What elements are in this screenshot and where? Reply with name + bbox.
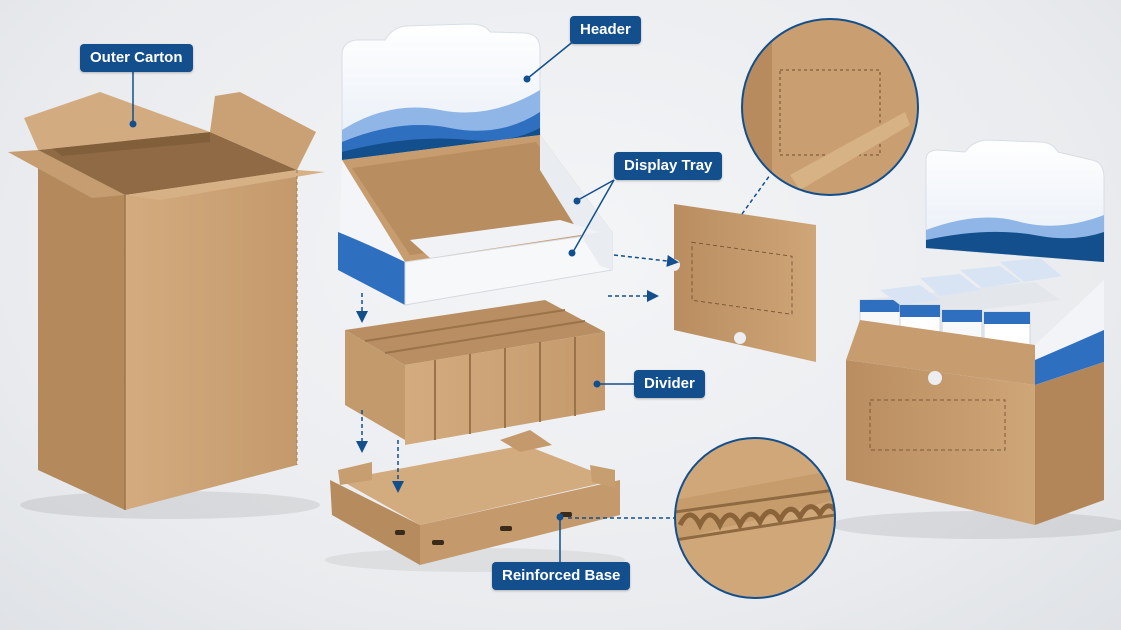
- callout-line-header: [527, 39, 576, 79]
- label-reinforced-base: Reinforced Base: [492, 562, 631, 590]
- header-panel: [341, 23, 541, 161]
- callout-dot-icon: [523, 75, 531, 83]
- callout-dot-icon: [593, 380, 601, 388]
- callout-dot-icon: [573, 197, 581, 205]
- label-header: Header: [570, 16, 641, 44]
- callout-dots: [129, 75, 601, 521]
- label-divider: Divider: [634, 370, 705, 398]
- corrugation-detail-zoom: [674, 437, 836, 599]
- callout-dot-icon: [129, 120, 137, 128]
- callout-dot-icon: [568, 249, 576, 257]
- callout-dot-icon: [556, 513, 564, 521]
- reinforced-base: [330, 430, 620, 565]
- side-panel: [668, 204, 816, 362]
- arrow-header: [613, 254, 679, 267]
- flap-detail-zoom: [741, 18, 919, 196]
- assembled-display: [846, 139, 1105, 525]
- label-display-tray: Display Tray: [614, 152, 723, 180]
- divider-grid: [345, 300, 605, 445]
- callout-line-tray2: [572, 179, 615, 253]
- callout-line-tray: [577, 179, 615, 201]
- zoom-link-1: [741, 174, 771, 215]
- callouts: [132, 39, 771, 562]
- outer-carton: [8, 92, 325, 510]
- label-outer-carton: Outer Carton: [80, 44, 193, 72]
- display-tray: [338, 135, 613, 306]
